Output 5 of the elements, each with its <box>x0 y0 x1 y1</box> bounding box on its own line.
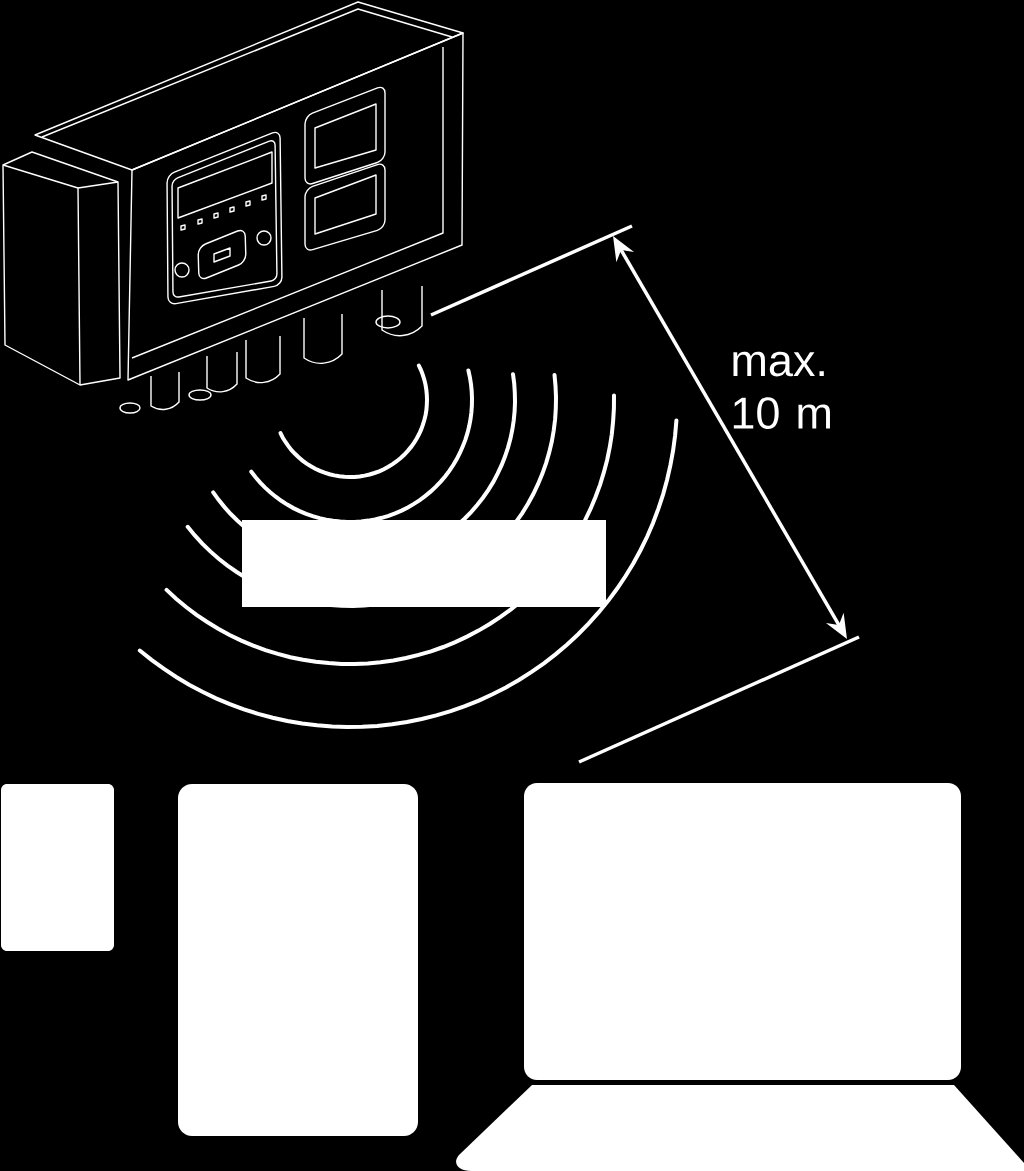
dimension-label: max. 10 m <box>733 351 830 430</box>
laptop-silhouette <box>456 783 1024 1171</box>
smartphone-silhouette <box>1 784 114 951</box>
blank-box <box>242 520 606 607</box>
tablet-silhouette <box>178 784 418 1136</box>
